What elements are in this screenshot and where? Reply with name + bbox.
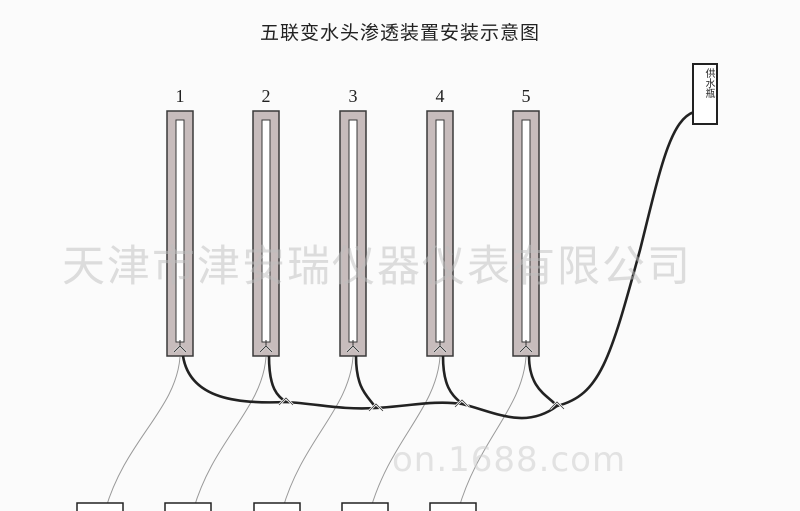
branch-tube-5	[527, 355, 559, 407]
column-slot-5	[521, 119, 531, 343]
column-y-outline-5	[519, 340, 533, 353]
supply-bottle: 供水瓶	[692, 63, 718, 125]
drain-line-2	[192, 356, 267, 511]
branch-tube-4	[441, 355, 463, 405]
tee-outline-1	[278, 397, 294, 406]
branch-tube-3	[354, 355, 378, 409]
outlet-box-5	[429, 502, 477, 511]
drain-line-1	[104, 356, 181, 511]
column-slot-4	[435, 119, 445, 343]
column-number-4: 4	[435, 86, 445, 106]
diagram-title: 五联变水头渗透装置安装示意图	[259, 22, 540, 44]
column-number-5: 5	[521, 86, 531, 106]
column-y-outline-3	[346, 340, 360, 353]
outlet-box-3	[253, 502, 301, 511]
outlet-box-2	[164, 502, 212, 511]
column-y-outline-4	[433, 340, 447, 353]
column-y-outline-1	[173, 340, 187, 353]
drain-line-3	[281, 356, 354, 511]
outlet-box-1	[76, 502, 124, 511]
column-slot-2	[261, 119, 271, 343]
drain-line-4	[369, 356, 441, 511]
column-number-3: 3	[348, 86, 358, 106]
column-number-1: 1	[175, 86, 185, 106]
branch-tube-2	[267, 355, 287, 404]
drain-line-5	[457, 356, 527, 511]
column-slot-1	[175, 119, 185, 343]
column-slot-3	[348, 119, 358, 343]
outlet-box-4	[341, 502, 389, 511]
column-y-outline-2	[259, 340, 273, 353]
supply-tube	[556, 110, 695, 408]
tee-outline-3	[454, 399, 470, 408]
supply-bottle-label: 供水瓶	[703, 68, 714, 98]
column-number-2: 2	[261, 86, 271, 106]
tee-outline-2	[368, 403, 384, 412]
tee-outline-4	[549, 401, 565, 410]
